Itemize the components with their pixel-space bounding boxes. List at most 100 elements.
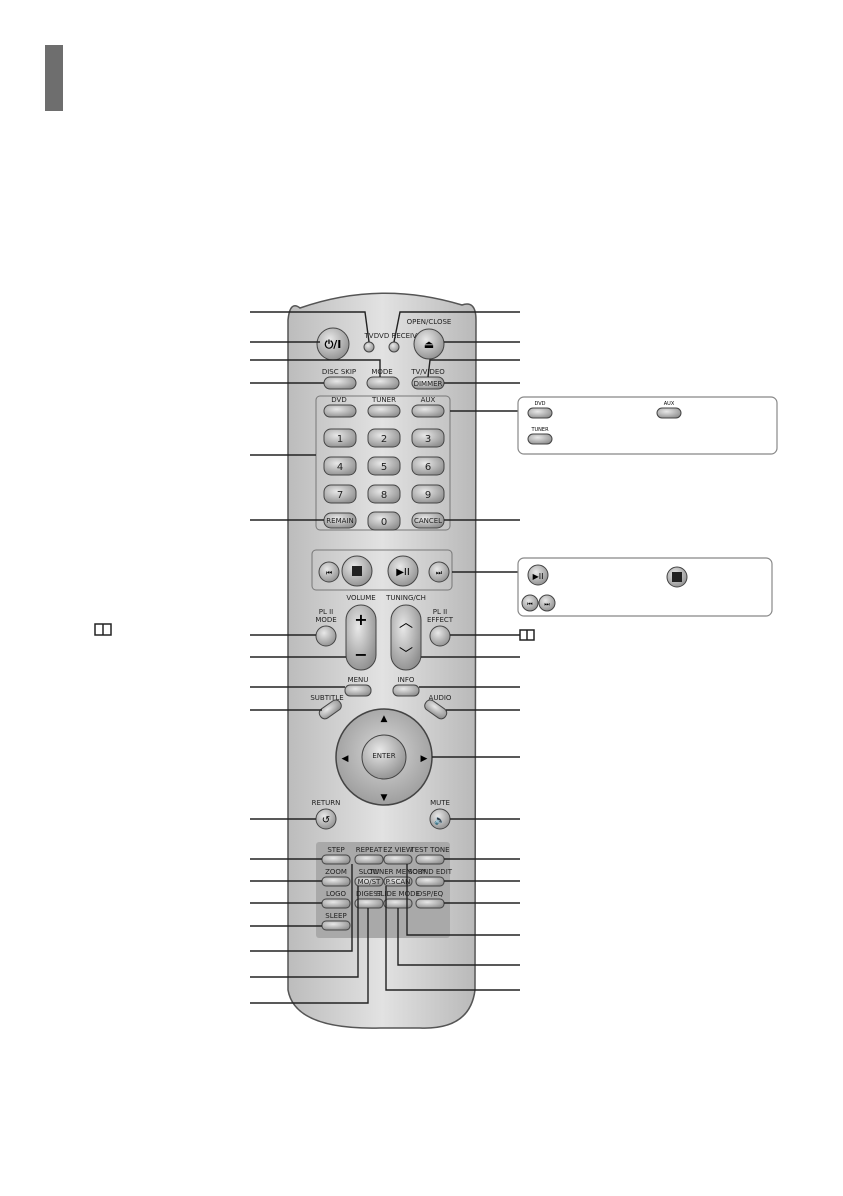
zoom-label: ZOOM [325,868,347,876]
key-9[interactable] [411,484,445,504]
digest-label: DIGEST [356,890,383,898]
key-2-label: 2 [381,434,387,445]
sound-edit-button[interactable] [415,876,445,887]
box-tuner-label: TUNER [530,427,549,433]
open-close-button[interactable] [413,328,445,360]
zoom-button[interactable] [321,876,351,887]
box-tuner-button [527,433,553,445]
arrow-right-icon[interactable]: ▶ [421,754,428,764]
box-aux-button [656,407,682,419]
key-7-label: 7 [337,490,343,501]
mo-st-button[interactable] [354,876,384,887]
key-2[interactable] [367,428,401,448]
stop-icon [352,566,362,576]
power-icon: ⏻/I [325,338,342,351]
sleep-button[interactable] [321,920,351,931]
logo-label: LOGO [326,890,347,898]
key-8[interactable] [367,484,401,504]
digest-button[interactable] [354,898,384,909]
right-callouts [385,311,520,991]
repeat-button[interactable] [354,854,384,865]
dsp-eq-button[interactable] [415,898,445,909]
key-5-label: 5 [381,462,387,473]
play-pause-button[interactable] [387,555,419,587]
key-1-label: 1 [337,434,343,445]
sound-edit-label: SOUND EDIT [408,868,453,876]
transport-callout-box [517,557,773,617]
slow-label: SLOW [359,868,380,876]
mode-button[interactable] [366,376,400,390]
skip-forward-button[interactable] [428,561,450,583]
open-close-label: OPEN/CLOSE [407,318,452,326]
slide-mode-button[interactable] [383,898,413,909]
arrow-up-icon[interactable]: ▲ [381,714,388,724]
step-button[interactable] [321,854,351,865]
function-buttons: STEP REPEAT EZ VIEW TEST TONE ZOOM SLOW … [321,846,453,931]
header-bar [45,45,63,111]
p-scan-button[interactable] [383,876,413,887]
tuner-button[interactable] [367,404,401,418]
menu-label: MENU [348,676,369,684]
box-dvd-button [527,407,553,419]
svg-text:⏭: ⏭ [544,601,550,608]
key-6[interactable] [411,456,445,476]
test-tone-button[interactable] [415,854,445,865]
eject-icon: ⏏ [424,338,434,351]
key-7[interactable] [323,484,357,504]
key-3[interactable] [411,428,445,448]
subtitle-label: SUBTITLE [310,694,343,702]
volume-rocker[interactable] [345,604,377,671]
info-button[interactable] [392,684,420,697]
key-4-label: 4 [337,462,343,473]
arrow-down-icon[interactable]: ▼ [381,793,388,803]
callout-tuner-memory [385,886,520,991]
tuner-label: TUNER [371,396,396,404]
dolby-icon-left [94,623,112,636]
callout-slow [250,886,359,978]
tv-video-label: TV/VIDEO [410,368,445,376]
disc-skip-label: DISC SKIP [322,368,356,376]
info-label: INFO [398,676,415,684]
dvd-receiver-label: DVD RECEIVER [374,332,427,340]
audio-button[interactable] [423,698,449,721]
svg-text:▶II: ▶II [533,572,544,581]
audio-label: AUDIO [429,694,452,702]
source-callout-box [517,396,778,455]
callout-dvd-receiver [393,311,520,343]
key-5[interactable] [367,456,401,476]
dolby-icon-right [519,629,535,641]
skip-back-button[interactable] [318,561,340,583]
ez-view-button[interactable] [383,854,413,865]
plii-mode-label-top: PL II [319,608,333,616]
menu-button[interactable] [344,684,372,697]
skip-forward-icon: ⏭ [436,569,443,577]
disc-skip-button[interactable] [323,376,357,390]
key-0[interactable] [367,511,401,531]
function-panel [316,842,450,938]
box-skip-forward-icon [538,594,556,612]
key-1[interactable] [323,428,357,448]
enter-button[interactable] [361,734,407,780]
enter-label: ENTER [372,752,395,760]
arrow-left-icon[interactable]: ◀ [342,754,349,764]
aux-button[interactable] [411,404,445,418]
tuning-rocker[interactable] [390,604,422,671]
ez-view-label: EZ VIEW [383,846,413,854]
callout-ez-view [406,864,520,936]
logo-button[interactable] [321,898,351,909]
subtitle-button[interactable] [317,698,343,721]
dvd-button[interactable] [323,404,357,418]
plii-effect-button[interactable] [429,625,451,647]
p-scan-label: P.SCAN [386,878,411,886]
key-0-label: 0 [381,517,387,528]
plii-mode-button[interactable] [315,625,337,647]
slide-mode-label: SLIDE MODE [376,890,420,898]
tv-indicator [363,341,375,353]
key-4[interactable] [323,456,357,476]
skip-back-icon: ⏮ [326,569,332,577]
callout-mode [250,359,381,377]
volume-down-icon: − [354,645,367,664]
mute-label: MUTE [430,799,450,807]
